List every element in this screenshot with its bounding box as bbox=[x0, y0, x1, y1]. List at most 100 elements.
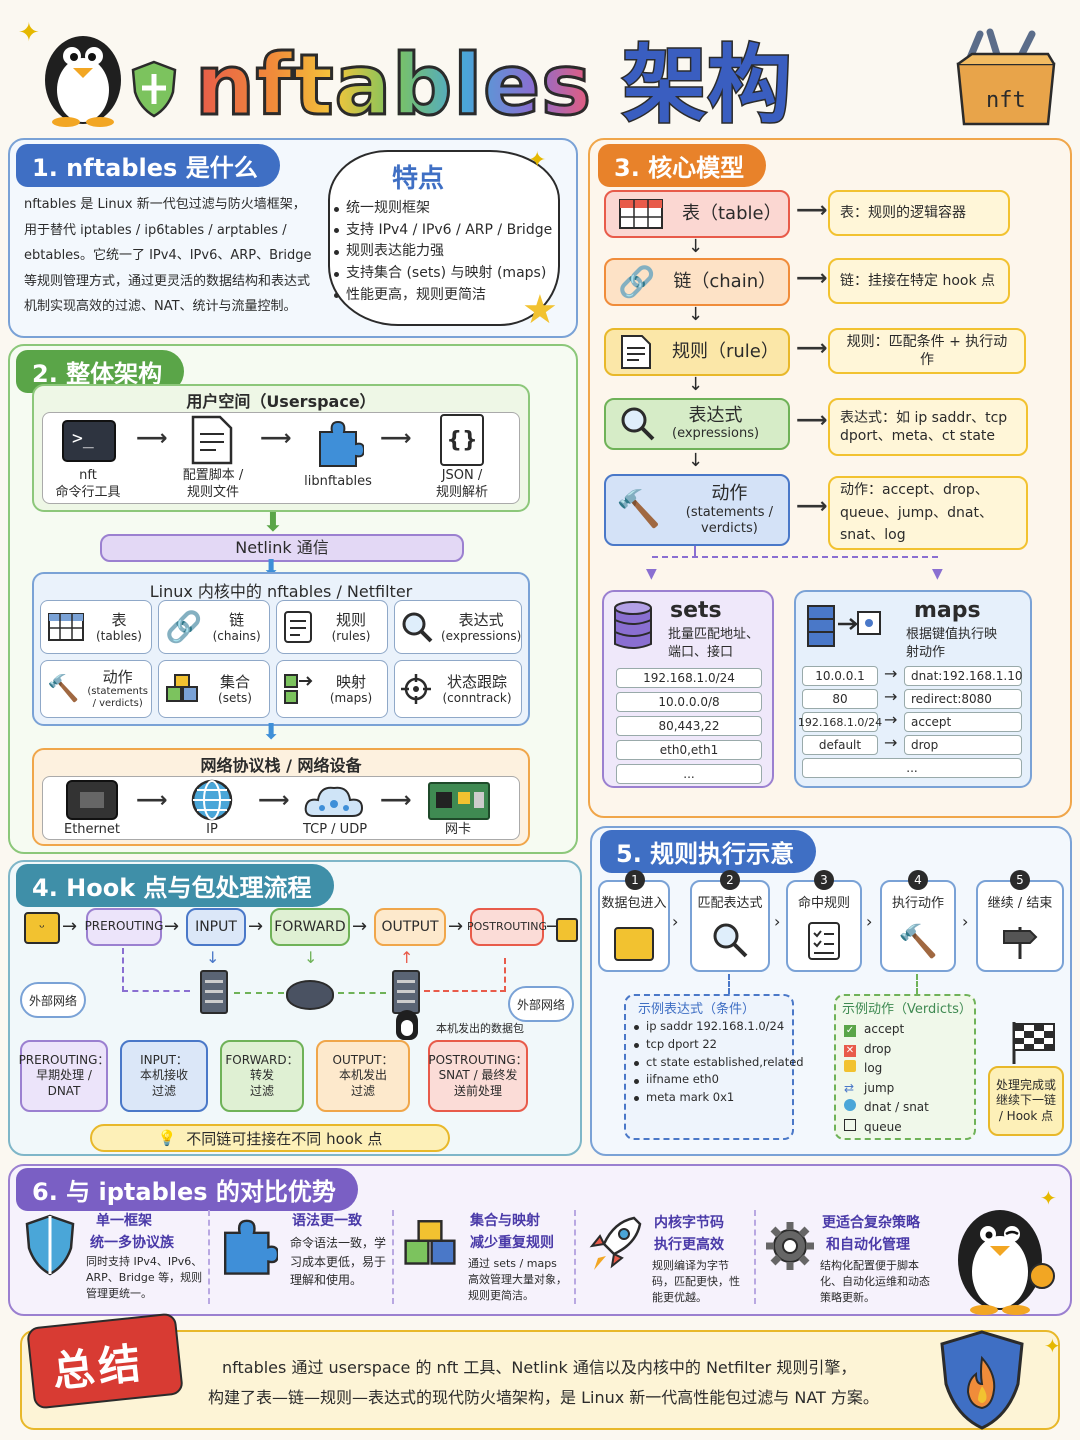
nic-card-icon bbox=[428, 782, 490, 820]
table-icon bbox=[618, 198, 664, 230]
page-title: nftables 架构 bbox=[193, 18, 792, 139]
model-desc-table: 表：规则的逻辑容器 bbox=[828, 190, 1010, 236]
arrow-icon: ⟶ bbox=[380, 788, 412, 813]
sparkle-icon: ✦ bbox=[1040, 1186, 1057, 1210]
external-network-left: 外部网络 bbox=[28, 993, 77, 1008]
s1-line: 等规则管理方式，通过更灵活的数据结构和表达式 bbox=[24, 273, 311, 289]
packet-icon bbox=[556, 918, 578, 942]
document-icon bbox=[190, 414, 234, 466]
map-key: 192.168.1.0/24 bbox=[798, 712, 882, 732]
kernel-item-sub: (chains) bbox=[212, 628, 261, 643]
sparkle-icon: ✦ bbox=[1044, 1334, 1061, 1358]
s1-description: nftables 是 Linux 新一代包过滤与防火墙框架， 用于替代 ipta… bbox=[24, 192, 324, 320]
ethernet-port-icon bbox=[66, 780, 118, 820]
arrow-icon: → bbox=[884, 710, 898, 729]
divider bbox=[208, 1210, 210, 1304]
expr-example-item: iifname eth0 bbox=[632, 1071, 804, 1089]
verdict-example-box bbox=[834, 994, 976, 1140]
step-title: 命中规则 bbox=[797, 896, 850, 911]
advantage-item: 内核字节码 执行更高效 规则编译为字节码，匹配更快，性能更优越。 bbox=[580, 1206, 752, 1306]
up-arrow-icon: ↑ bbox=[400, 948, 414, 967]
model-desc-statements: 动作：accept、drop、queue、jump、dnat、snat、log bbox=[828, 476, 1028, 550]
advantage-title: 执行更高效 bbox=[654, 1237, 724, 1253]
net-item-nic: 网卡 bbox=[444, 822, 471, 837]
hook-card-prerouting: PREROUTING：早期处理 / DNAT bbox=[18, 1040, 110, 1112]
step-title: 数据包进入 bbox=[601, 896, 667, 911]
verdict-item: log bbox=[844, 1059, 929, 1079]
maps-title: maps bbox=[914, 598, 981, 623]
signpost-icon bbox=[1000, 921, 1040, 967]
gavel-icon: 🔨 bbox=[616, 488, 661, 530]
net-item-ethernet: Ethernet bbox=[64, 822, 120, 837]
s1-line: nftables 是 Linux 新一代包过滤与防火墙框架， bbox=[24, 197, 306, 212]
arrow-icon: ⟶ bbox=[796, 266, 828, 291]
hook-card-postrouting: POSTROUTING：SNAT / 最终发送前处理 bbox=[428, 1040, 528, 1112]
features-title: 特点 bbox=[392, 164, 445, 194]
gavel-icon: 🔨 bbox=[898, 921, 938, 960]
dashed-flow-line bbox=[424, 958, 506, 992]
arrow-icon: → bbox=[248, 916, 264, 937]
verdict-label: accept bbox=[864, 1022, 905, 1036]
local-packet-label: 本机发出的数据包 bbox=[436, 1022, 524, 1035]
net-item-tcpudp: TCP / UDP bbox=[302, 822, 368, 837]
toolbox-label: nft bbox=[986, 88, 1026, 113]
external-network-right: 外部网络 bbox=[516, 997, 565, 1012]
section-6-heading: 6. 与 iptables 的对比优势 bbox=[16, 1168, 358, 1211]
advantage-item: 更适合复杂策略 和自动化管理 结构化配置便于脚本化、自动化运维和动态策略更新。 bbox=[760, 1206, 940, 1306]
netstack-label: 网络协议栈 / 网络设备 bbox=[200, 756, 362, 775]
arrow-icon: → bbox=[884, 664, 898, 683]
expr-example-item: ip saddr 192.168.1.0/24 bbox=[632, 1018, 804, 1036]
down-arrow-icon: ▼ bbox=[932, 566, 943, 582]
tip-banner: 💡不同链可挂接在不同 hook 点 bbox=[90, 1124, 450, 1152]
user-item-sub: 规则文件 bbox=[186, 484, 239, 500]
dashed-connector bbox=[728, 974, 730, 994]
kernel-item-label: 动作 bbox=[102, 668, 133, 686]
model-row-chain: 🔗 链（chain） bbox=[604, 258, 790, 306]
arrow-icon: → bbox=[884, 733, 898, 752]
puzzle-icon bbox=[218, 1216, 280, 1280]
down-arrow-icon: ↓ bbox=[688, 304, 704, 325]
advantage-desc: 通过 sets / maps 高效管理大量对象，规则更简洁。 bbox=[468, 1257, 567, 1302]
map-value: dnat:192.168.1.10 bbox=[904, 666, 1022, 686]
gear-icon bbox=[764, 1220, 816, 1276]
penguin-mascot-icon bbox=[28, 18, 138, 128]
model-row-sub: (expressions) bbox=[672, 425, 760, 441]
userspace-label: 用户空间（Userspace） bbox=[186, 392, 376, 411]
divider bbox=[754, 1210, 756, 1304]
penguin-icon bbox=[396, 1010, 418, 1040]
advantage-desc: 命令语法一致，学习成本更低，易于理解和使用。 bbox=[290, 1236, 387, 1288]
toolbox-icon: nft bbox=[950, 28, 1062, 128]
model-row-table: 表（table） bbox=[604, 190, 790, 238]
model-desc-rule: 规则：匹配条件 + 执行动作 bbox=[828, 328, 1026, 374]
kernel-item-tables: 表(tables) bbox=[40, 600, 152, 654]
arrow-icon: ⟶ bbox=[380, 426, 412, 451]
arrow-icon: › bbox=[866, 912, 873, 931]
kernel-item-conntrack: 状态跟踪(conntrack) bbox=[394, 660, 522, 718]
packet-icon: ᵕ bbox=[24, 912, 60, 944]
hook-card-title: INPUT： bbox=[140, 1052, 188, 1067]
router-icon bbox=[286, 980, 334, 1010]
expr-example-item: ct state established,related bbox=[632, 1054, 804, 1072]
verdict-item: queue bbox=[844, 1118, 929, 1138]
step-card-4: 执行动作 🔨 bbox=[880, 880, 956, 972]
hook-card-title: PREROUTING： bbox=[18, 1052, 110, 1067]
model-row-name: 表（table） bbox=[682, 203, 782, 225]
kernel-item-expressions: 表达式(expressions) bbox=[394, 600, 522, 654]
map-key: default bbox=[802, 735, 878, 755]
shield-icon bbox=[24, 1214, 76, 1280]
gavel-icon: 🔨 bbox=[47, 674, 80, 704]
hook-card-title: OUTPUT： bbox=[332, 1052, 394, 1067]
s1-line: 机制实现高效的过滤、NAT、统计与流量控制。 bbox=[24, 299, 297, 314]
done-card: 处理完成或继续下一链 / Hook 点 bbox=[988, 1066, 1064, 1136]
verdict-label: jump bbox=[864, 1080, 895, 1095]
hook-card-desc: 本机接收过滤 bbox=[139, 1068, 188, 1098]
netlink-bar: Netlink 通信 bbox=[100, 534, 464, 562]
cubes-icon bbox=[165, 673, 199, 705]
map-value: accept bbox=[904, 712, 1022, 732]
kernel-item-label: 映射 bbox=[335, 672, 366, 691]
check-icon: ✓ bbox=[844, 1025, 856, 1037]
down-arrow-icon: ↓ bbox=[206, 948, 220, 967]
step-card-5: 继续 / 结束 bbox=[976, 880, 1064, 972]
advantage-title: 集合与映射 bbox=[470, 1213, 540, 1229]
verdict-label: queue bbox=[864, 1119, 902, 1134]
